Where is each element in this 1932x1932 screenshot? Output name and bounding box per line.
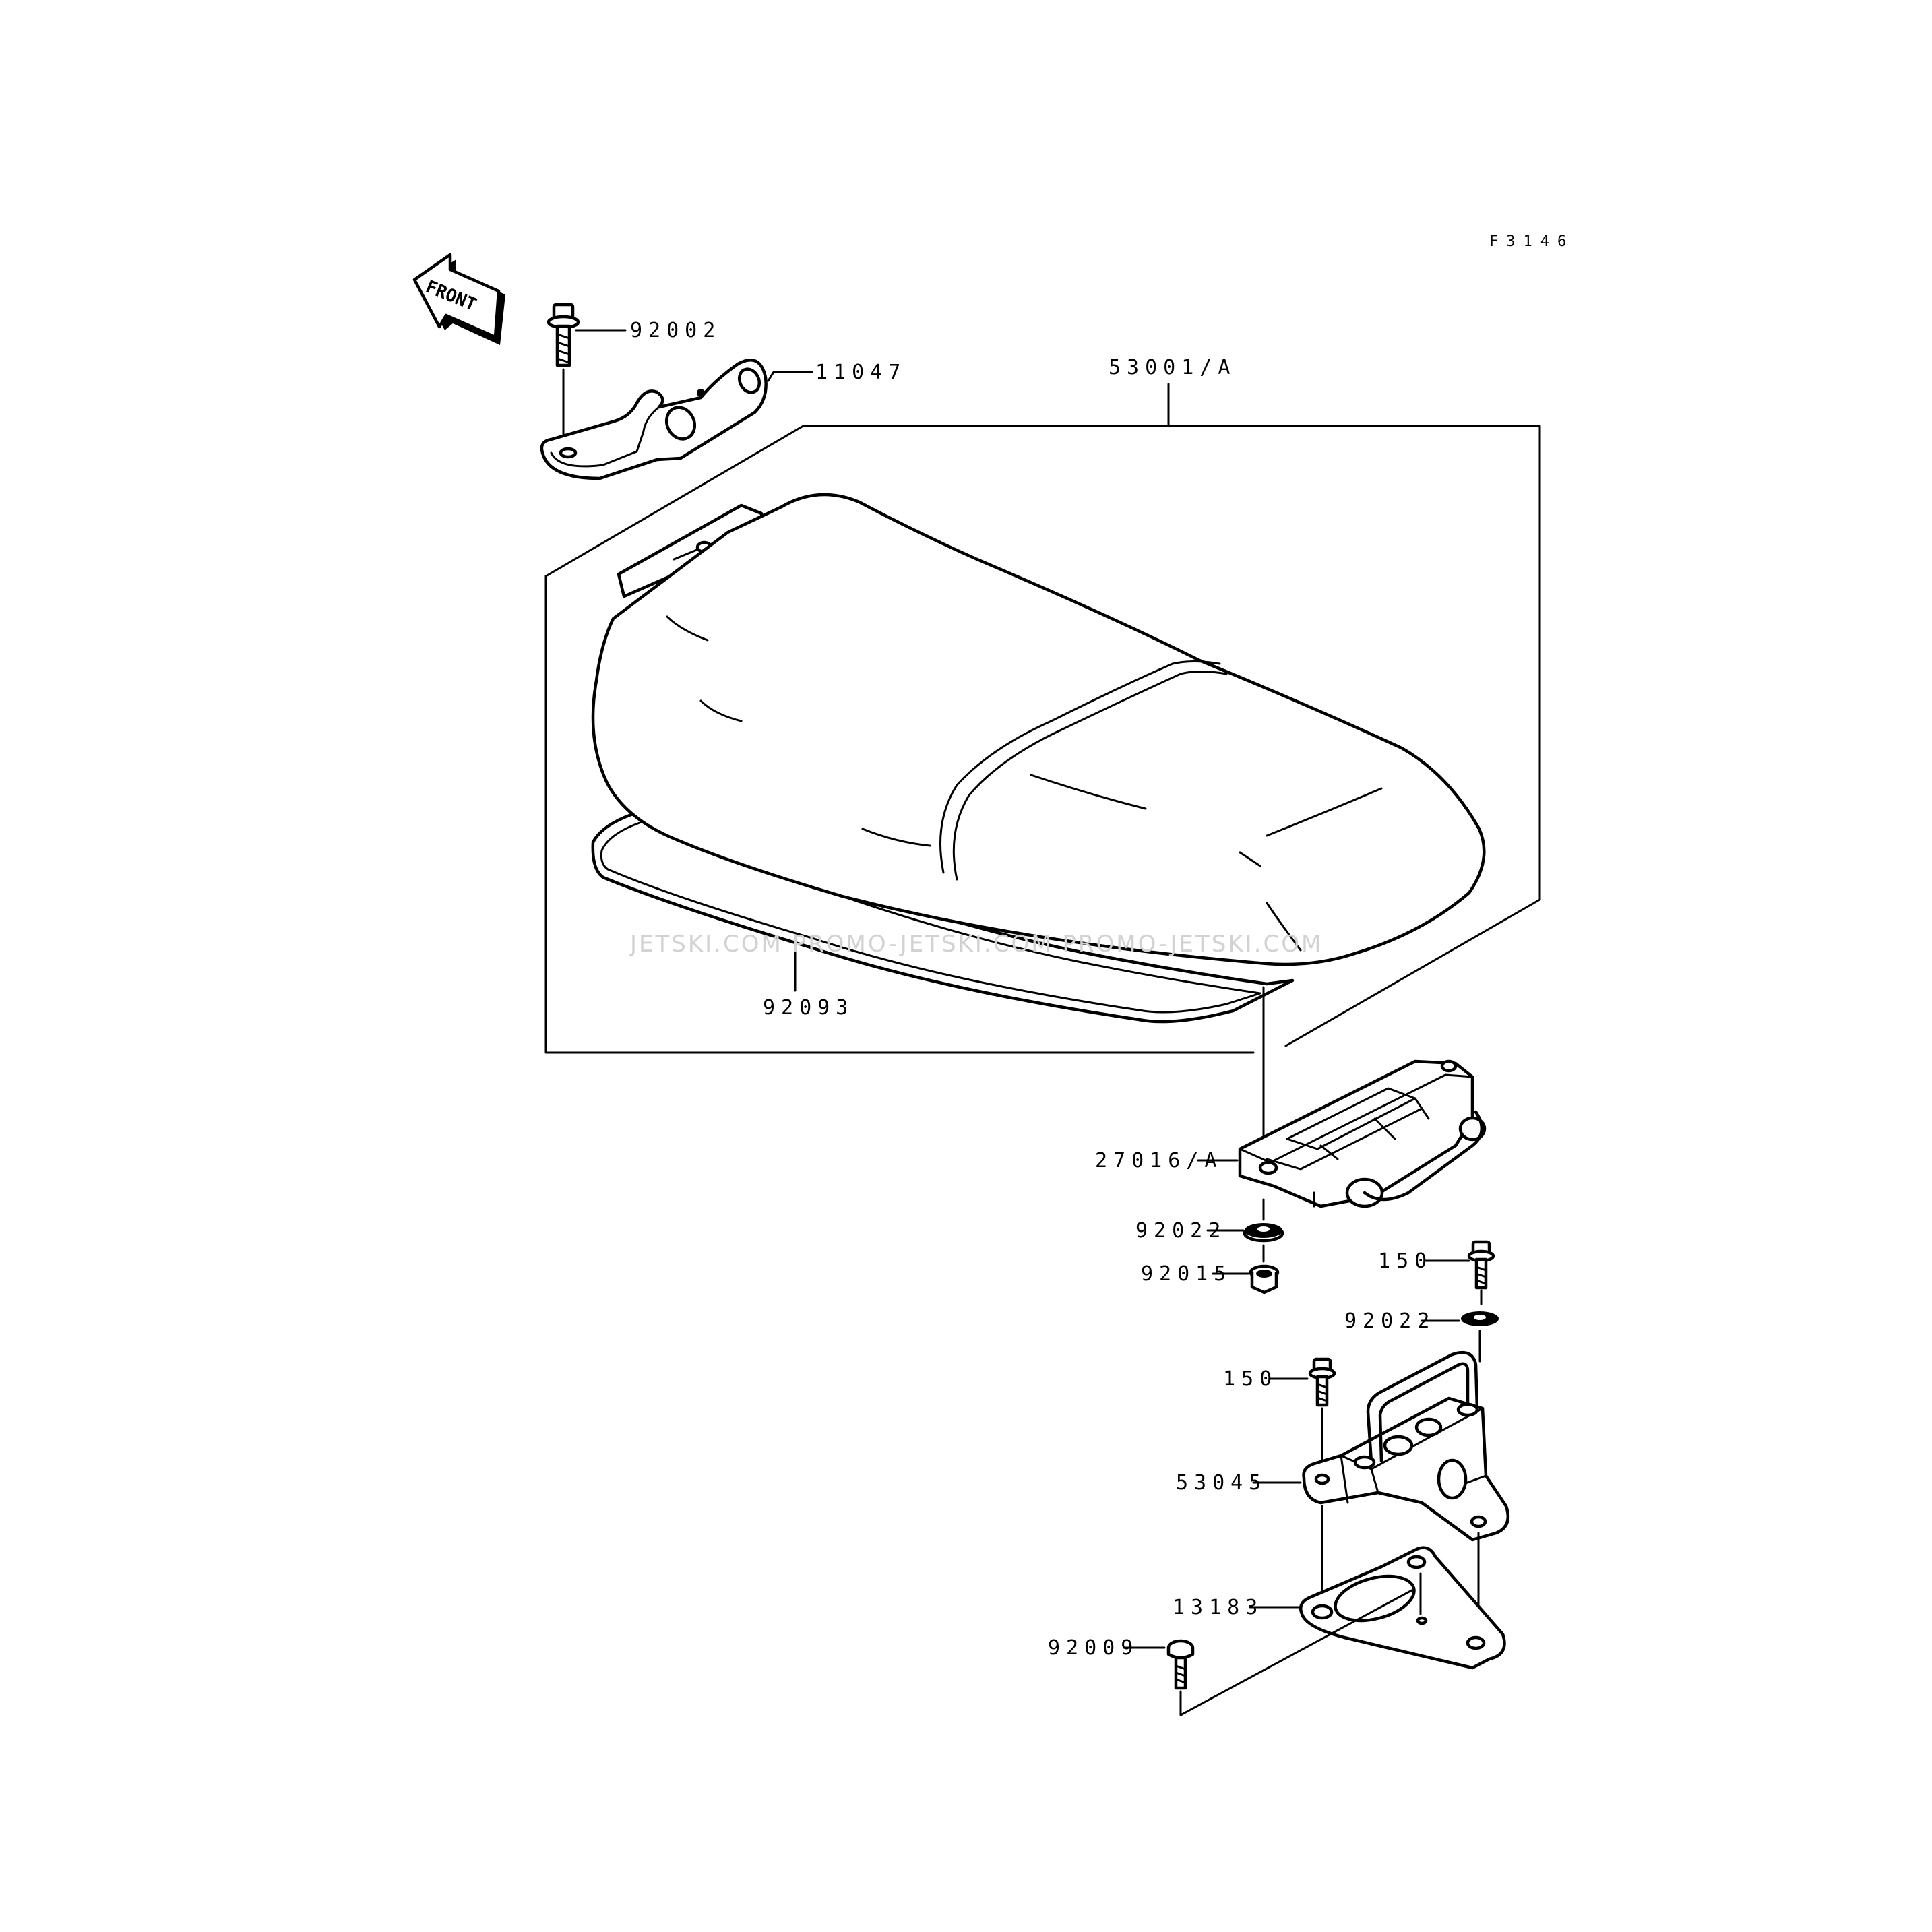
gasket-plate-13183 [1299, 1546, 1506, 1670]
label-92022-a: 92022 [1135, 1219, 1226, 1243]
latch-bracket-53045 [1302, 1350, 1510, 1635]
watermark-text: JETSKI.COM PROMO-JETSKI.COM PROMO-JETSKI… [629, 931, 1323, 958]
bolt-150-right [1467, 1240, 1495, 1305]
seat-assembly-box [544, 383, 1541, 1054]
label-11047: 11047 [815, 361, 906, 384]
hinge-bracket-11047 [540, 358, 768, 480]
label-92093: 92093 [763, 996, 854, 1020]
label-92022-b: 92022 [1344, 1309, 1435, 1333]
label-53001-a: 53001/A [1109, 356, 1236, 379]
label-92002: 92002 [630, 319, 721, 342]
label-27016-a: 27016/A [1095, 1149, 1222, 1173]
latch-body-27016-a [1238, 1059, 1487, 1208]
label-150-right: 150 [1378, 1249, 1433, 1273]
screw-92009 [1166, 1589, 1413, 1716]
label-13183: 13183 [1173, 1596, 1264, 1619]
figure-code: F3146 [1489, 233, 1574, 250]
front-arrow-icon: FRONT [412, 253, 505, 345]
seat-cushion [591, 493, 1486, 966]
nut-92015 [1249, 1264, 1280, 1295]
label-92015: 92015 [1141, 1262, 1232, 1286]
label-92009: 92009 [1048, 1636, 1139, 1660]
leader-11047 [767, 371, 813, 382]
washer-92022-a [1243, 1198, 1284, 1263]
bolt-92002 [547, 303, 580, 446]
washer-92022-b [1461, 1311, 1499, 1363]
label-53045: 53045 [1176, 1471, 1267, 1495]
label-150-left: 150 [1223, 1367, 1278, 1391]
